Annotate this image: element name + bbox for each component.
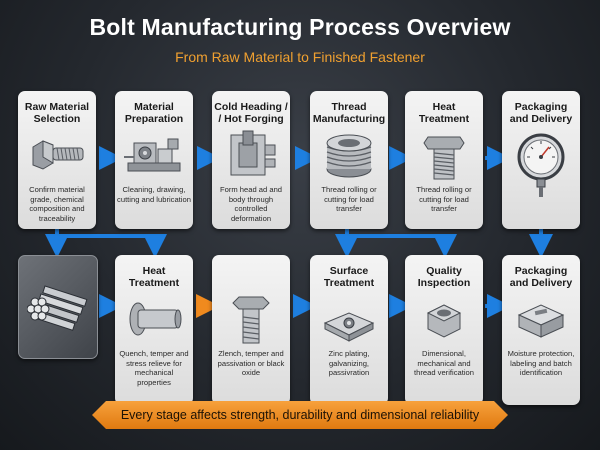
step-description: Zinc plating, galvanizing, passivration: [328, 349, 370, 377]
step-zlench-temper: Zlench, temper and passivation or black …: [212, 255, 290, 405]
step-title: Surface Treatment: [323, 265, 375, 289]
step-description: Zlench, temper and passivation or black …: [217, 349, 285, 377]
bolt-icon: [27, 129, 87, 181]
step-title: Heat Treatment: [418, 101, 470, 125]
step-raw-material-selection: Raw Material Selection Confirm material …: [18, 91, 96, 229]
step-description: Form head ad and body through controlled…: [219, 185, 283, 223]
step-cold-heading: Cold Heading / / Hot Forging Form head a…: [212, 91, 290, 229]
hex-bolt-icon: [221, 293, 281, 345]
steel-rods-icon: [26, 280, 88, 332]
drawing-machine-icon: [124, 129, 184, 181]
page-subtitle: From Raw Material to Finished Fastener: [175, 49, 425, 65]
step-title: Heat Treatment: [128, 265, 180, 289]
bottom-banner: Every stage affects strength, durability…: [92, 401, 508, 429]
step-heat-treatment-2: Heat Treatment Quench, temper and stress…: [115, 255, 193, 405]
step-heat-treatment-1: Heat Treatment Thread rolling or cutting…: [405, 91, 483, 229]
step-thread-manufacturing: Thread Manufacturing Thread rolling or c…: [310, 91, 388, 229]
package-box-icon: [511, 293, 571, 345]
step-surface-treatment: Surface Treatment Zinc plating, galvaniz…: [310, 255, 388, 405]
step-steel-rods: [18, 255, 98, 359]
threaded-bolt-icon: [414, 129, 474, 181]
step-description: Dimensional, mechanical and thread verif…: [414, 349, 474, 377]
step-material-preparation: Material Preparation Cleaning, drawing, …: [115, 91, 193, 229]
step-title: Thread Manufacturing: [312, 101, 386, 125]
step-description: Moisture protection, labeling and batch …: [507, 349, 575, 377]
step-description: Cleaning, drawing, cutting and lubricati…: [117, 185, 191, 204]
step-title: Packaging and Delivery: [509, 265, 573, 289]
forging-die-icon: [221, 129, 281, 181]
step-packaging-delivery-2: Packaging and Delivery Moisture protecti…: [502, 255, 580, 405]
step-description: Quench, temper and stress relieve for me…: [119, 349, 189, 387]
gauge-icon: [511, 129, 571, 209]
rivet-icon: [124, 293, 184, 345]
page-title: Bolt Manufacturing Process Overview: [89, 14, 511, 40]
step-packaging-delivery-1: Packaging and Delivery: [502, 91, 580, 229]
hex-nut-icon: [414, 293, 474, 345]
banner-text: Every stage affects strength, durability…: [120, 408, 480, 422]
step-title: Material Preparation: [124, 101, 184, 125]
thread-nut-icon: [319, 129, 379, 181]
step-description: Confirm material grade, chemical composi…: [29, 185, 85, 223]
step-title: Cold Heading / / Hot Forging: [214, 101, 288, 125]
step-title: Quality Inspection: [417, 265, 471, 289]
step-description: Thread rolling or cutting for load trans…: [416, 185, 472, 213]
plated-block-icon: [319, 293, 379, 345]
step-quality-inspection: Quality Inspection Dimensional, mechanic…: [405, 255, 483, 405]
step-title: Raw Material Selection: [24, 101, 90, 125]
step-title: Packaging and Delivery: [509, 101, 573, 125]
step-description: Thread rolling or cutting for load trans…: [321, 185, 377, 213]
